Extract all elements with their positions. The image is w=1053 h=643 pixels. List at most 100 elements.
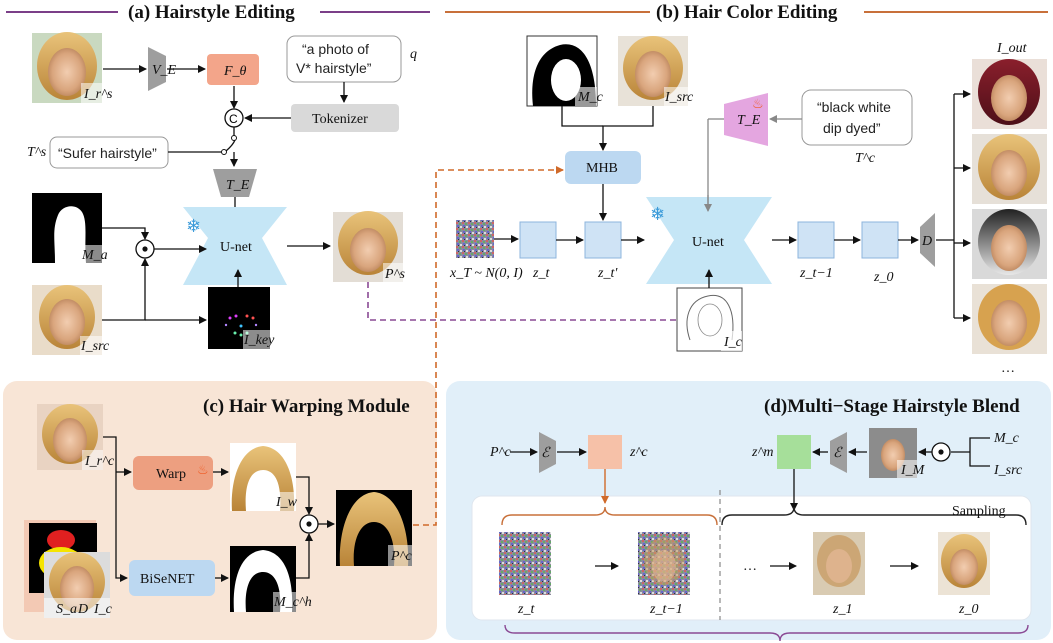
brace-left-orange	[501, 506, 718, 526]
output-ps-image	[333, 211, 403, 282]
seq-label-z1: z_1	[832, 602, 852, 617]
tokenizer-block[interactable]	[291, 104, 399, 132]
ve-label: V_E	[152, 63, 177, 78]
out-label: I_out	[996, 41, 1028, 56]
sampling-box	[471, 495, 1032, 621]
unet-a[interactable]	[183, 207, 287, 285]
pc-label-d: P^c	[489, 445, 511, 460]
ref-face-label: I_r^s	[83, 87, 113, 102]
switch-node-2	[231, 135, 237, 141]
src-face-label-a: I_src	[80, 339, 110, 354]
title-d: (d)Multi−Stage Hairstyle Blend	[764, 396, 1020, 417]
prompt-symbol-q: q	[410, 47, 417, 62]
encoder-e-1	[539, 432, 556, 473]
output-pc-image	[336, 490, 412, 566]
seq-label-z0: z_0	[958, 602, 978, 617]
switch-arm	[225, 139, 236, 152]
te-a-label: T_E	[226, 178, 250, 193]
encoder-e-2	[830, 432, 847, 473]
mhb-block[interactable]	[565, 151, 641, 184]
seq-image-zt1	[638, 532, 690, 595]
seq-dots: …	[743, 559, 757, 574]
zm-label: z^m	[751, 445, 773, 460]
sketch-image	[676, 287, 743, 352]
seq-image-z1	[813, 532, 865, 595]
output-pc-label: P^c	[390, 549, 412, 564]
snowflake-icon-b: ❄	[650, 204, 665, 224]
warp-block[interactable]	[133, 456, 213, 490]
prompt-line-1: “a photo of	[302, 41, 369, 57]
switch-node-1	[221, 149, 227, 155]
multiply-dot-d	[938, 449, 944, 455]
image-encoder-ve	[148, 47, 166, 91]
zt1-block	[797, 221, 835, 259]
title-a: (a) Hairstyle Editing	[128, 2, 295, 23]
mask-ma-image	[32, 193, 102, 263]
color-text-box	[801, 89, 913, 146]
title-b: (b) Hair Color Editing	[656, 2, 838, 23]
unet-b-label: U-net	[692, 235, 724, 250]
seq-label-zt1: z_t−1	[649, 602, 683, 617]
panel-c-background	[3, 381, 437, 640]
multiply-dot-c	[306, 521, 312, 527]
style-text: “Sufer hairstyle”	[58, 145, 157, 161]
arrow-mask-to-mult	[296, 533, 313, 579]
text-encoder-te-b	[724, 93, 768, 146]
masked-input-label: I_M	[900, 463, 926, 478]
snowflake-icon: ❄	[186, 216, 201, 236]
unet-b[interactable]	[646, 197, 772, 284]
seg-label-sa: S_a	[56, 602, 77, 617]
noise-label: x_T ~ N(0, I)	[449, 266, 523, 281]
brace-right-black	[721, 506, 1027, 526]
zt-prime-block	[584, 221, 622, 259]
color-text-line-2: dip dyed”	[823, 120, 881, 136]
src-label-d: I_src	[993, 463, 1023, 478]
enc-1-label: ℰ	[541, 446, 551, 461]
arrow-src-to-mult	[102, 258, 149, 321]
output-face-blond	[972, 134, 1047, 204]
arrow-warped-to-mult	[296, 476, 313, 515]
seg-label-d: D	[77, 602, 88, 617]
zt1-label: z_t−1	[799, 266, 833, 281]
flame-icon-warp: ♨	[197, 462, 209, 477]
warped-image	[230, 443, 296, 511]
seq-image-z0	[938, 532, 990, 595]
tokenizer-label: Tokenizer	[312, 112, 368, 127]
concat-label: C	[229, 112, 238, 126]
output-ps-label: P^s	[384, 267, 405, 282]
zc-label: z^c	[629, 445, 648, 460]
mask-mc-label-b: M_c	[577, 90, 604, 105]
dashed-ps-to-sketch	[367, 282, 683, 321]
hair-mask-image	[230, 546, 296, 612]
bisenet-block[interactable]	[129, 560, 215, 596]
masked-input-image	[869, 428, 917, 478]
unet-a-label: U-net	[220, 240, 252, 255]
arrow-ref-to-bisenet	[103, 436, 128, 582]
output-face-red	[972, 59, 1047, 129]
output-ellipsis: …	[1001, 361, 1015, 376]
output-face-bw	[972, 209, 1047, 279]
z0-block	[861, 221, 899, 259]
warped-label: I_w	[275, 495, 298, 510]
enc-2-label: ℰ	[833, 446, 843, 461]
f-theta-block	[207, 54, 259, 85]
f-theta-label: F_θ	[223, 64, 247, 79]
mhb-label: MHB	[586, 161, 618, 176]
mc-label-d: M_c	[993, 431, 1020, 446]
zt-prime-label: z_t'	[597, 266, 618, 281]
line-mask-join	[561, 106, 603, 127]
bisenet-label: BiSeNET	[140, 572, 195, 587]
zc-block	[588, 435, 622, 469]
zt-block	[519, 221, 557, 259]
style-symbol: T^s	[27, 145, 47, 160]
color-text-line-1: “black white	[817, 99, 891, 115]
hair-mask-label: M_c^h	[273, 595, 312, 610]
arrow-inputs-to-mhb	[599, 106, 654, 151]
arrow-mask-to-mult	[102, 227, 149, 240]
decoder-block	[920, 213, 935, 267]
ref-face-image	[32, 32, 102, 103]
prompt-line-2: V* hairstyle”	[296, 60, 372, 76]
te-b-label: T_E	[737, 113, 761, 128]
sampling-label: Sampling	[952, 504, 1006, 519]
